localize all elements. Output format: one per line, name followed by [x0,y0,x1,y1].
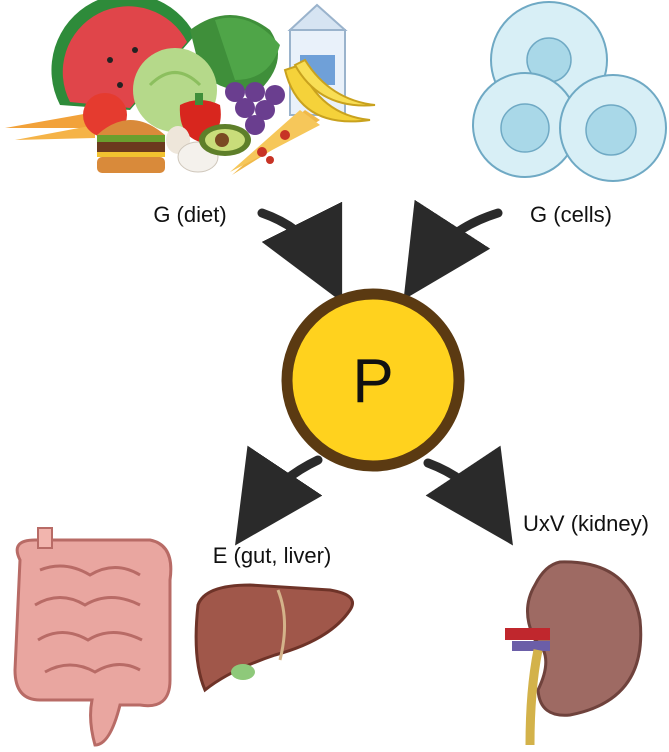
arrows [235,199,513,546]
diet-label: G (diet) [153,202,226,227]
phosphate-symbol: P [352,347,393,416]
p-to-kidney-arrow [423,445,513,546]
cells-illustration [472,1,667,182]
food-illustration [5,0,376,175]
kidney-label: UxV (kidney) [523,511,649,536]
kidney-illustration [505,560,643,746]
p-to-gut-arrow [235,445,323,546]
phosphate-node: P [281,288,465,472]
cells-to-p-arrow [403,199,503,300]
cells-label: G (cells) [530,202,612,227]
diet-to-p-arrow [257,201,343,303]
liver-illustration [194,583,354,693]
intestine-illustration [13,527,173,747]
phosphate-circle [281,288,465,472]
gut-liver-label: E (gut, liver) [213,543,332,568]
